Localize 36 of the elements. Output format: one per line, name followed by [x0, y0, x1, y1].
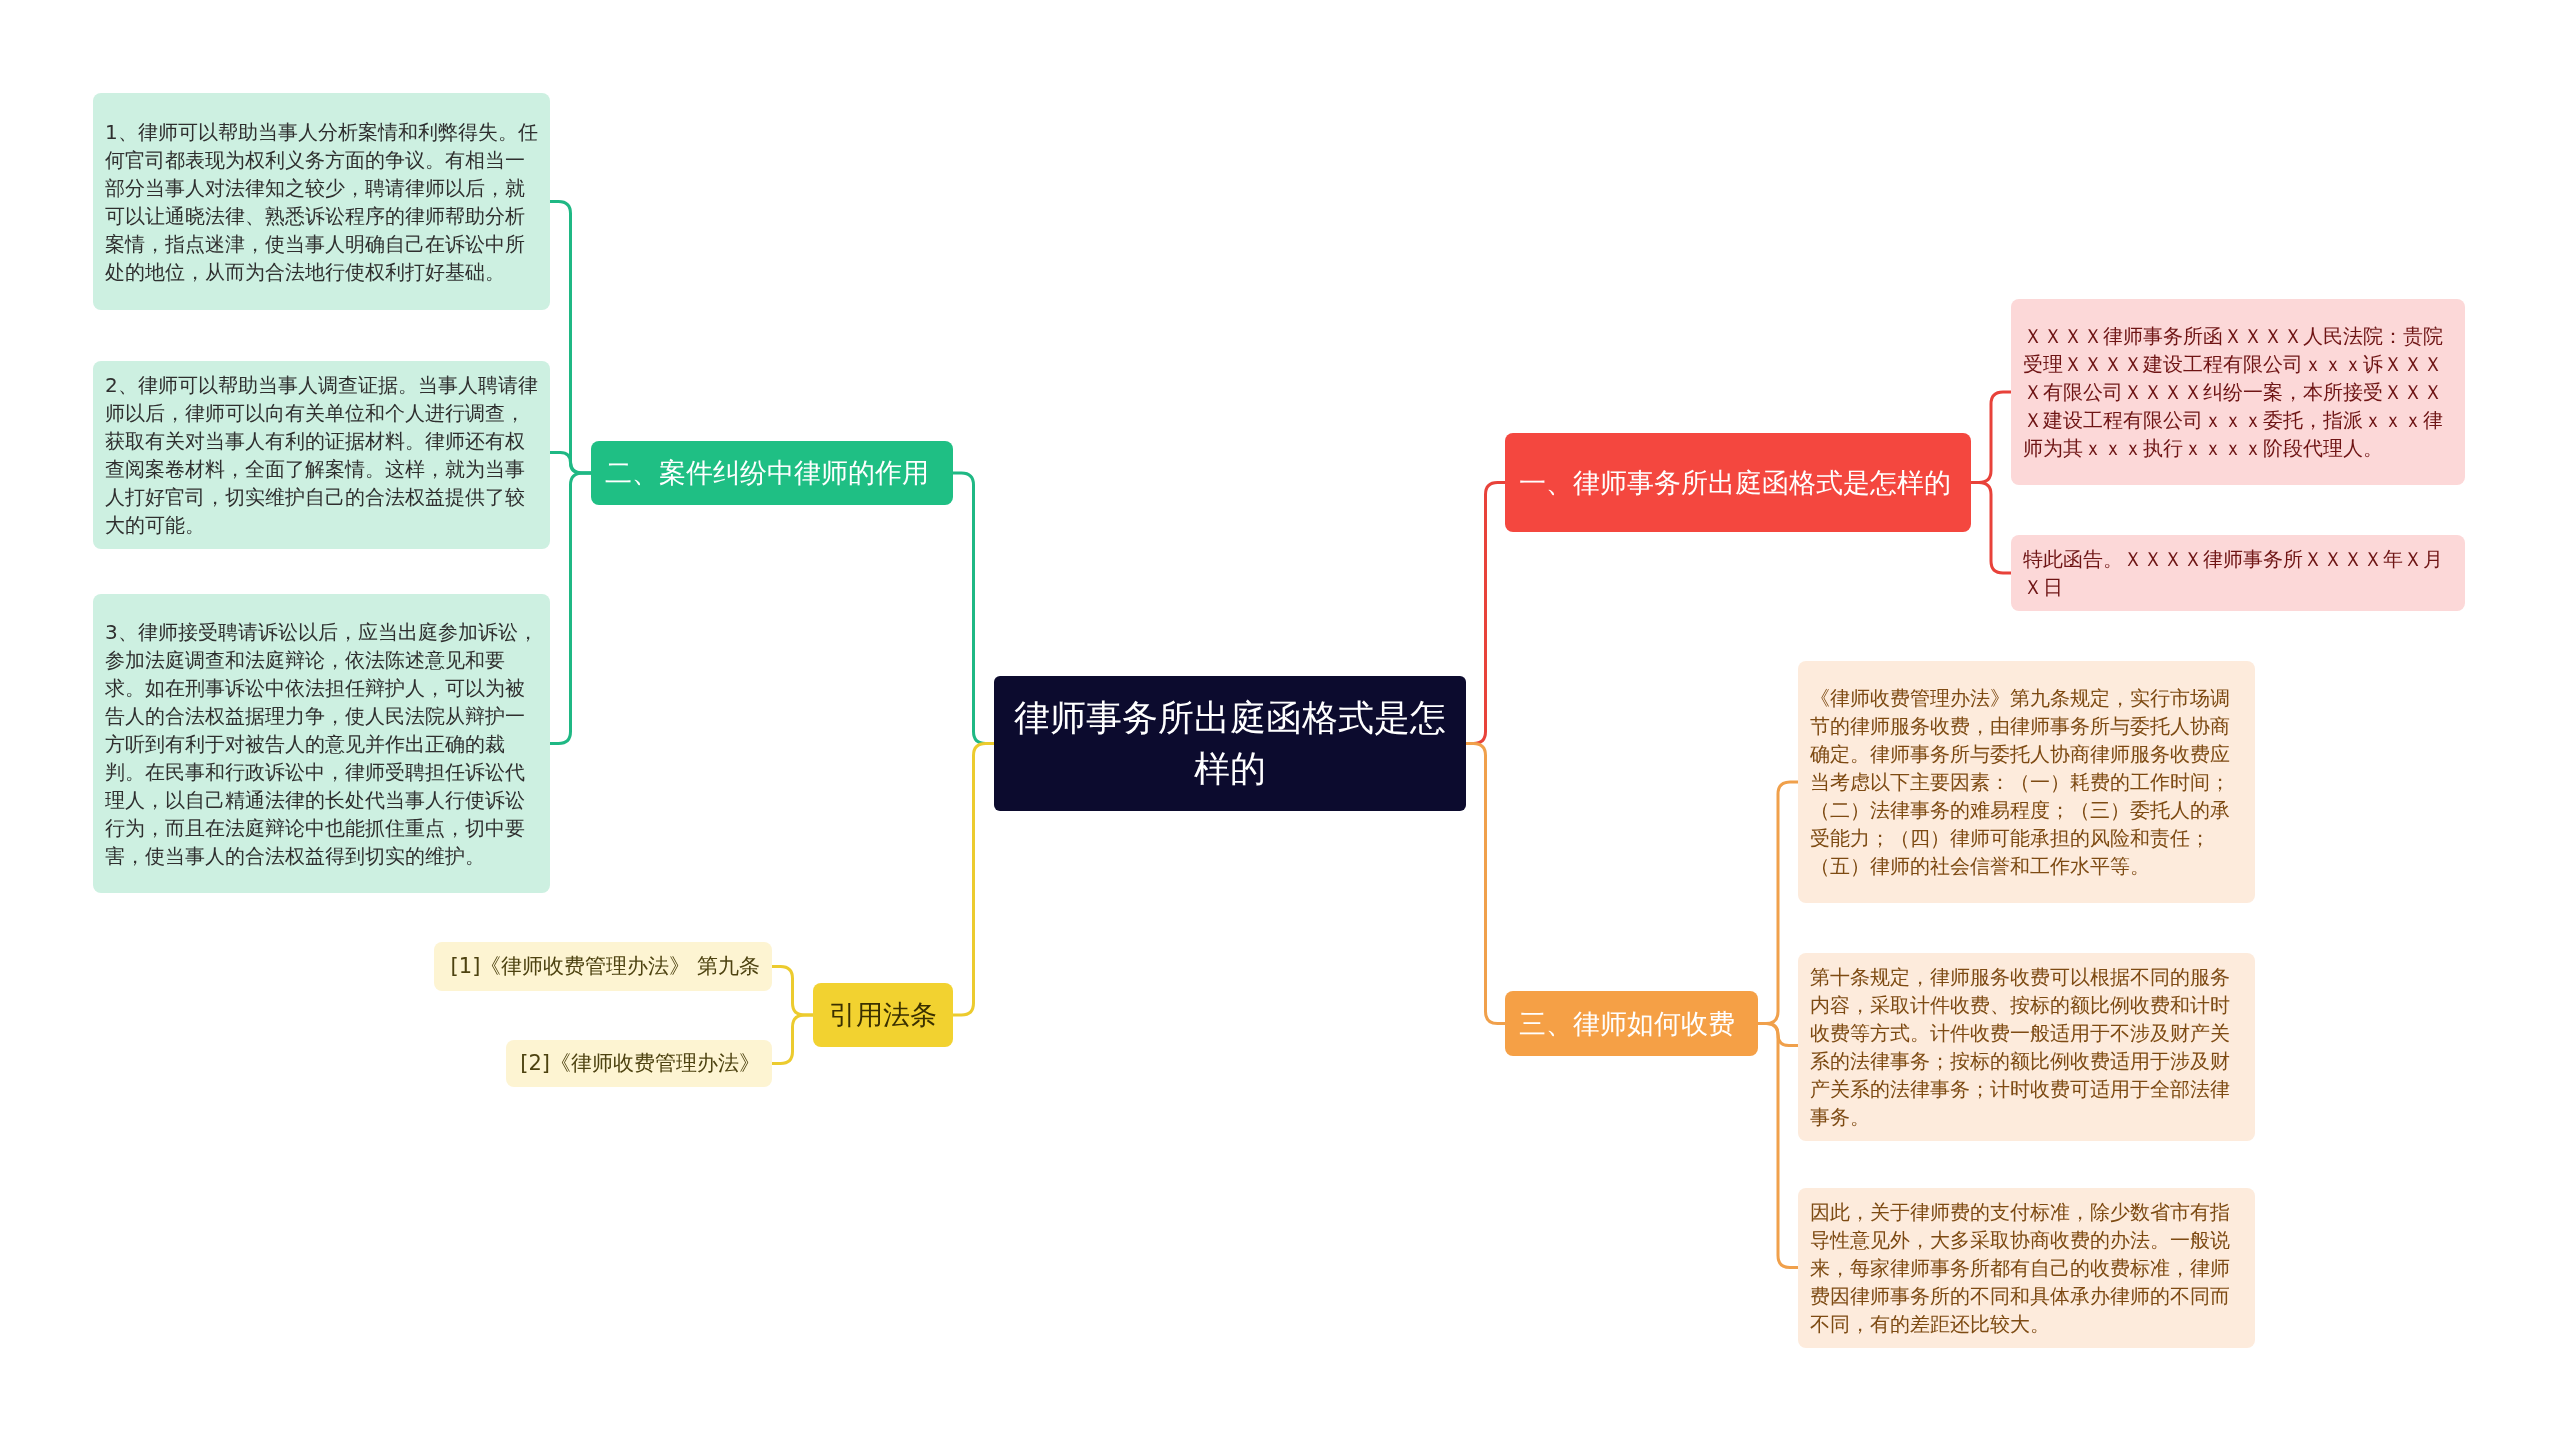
topic-text: 2、律师可以帮助当事人调查证据。当事人聘请律师以后，律师可以向有关单位和个人进行调查，获取有关对当事人有利的证据材料。律师还有权查阅案卷材料，全面了解案情。这样，就为当事人打好官司，切实维护自己的合法权益提供了较大的可能。	[105, 372, 538, 539]
topic-text: 第十条规定，律师服务收费可以根据不同的服务内容，采取计件收费、按标的额比例收费和计时收费等方式。计件收费一般适用于不涉及财产关系的法律事务；按标的额比例收费适用于涉及财产关系的法律事务；计时收费可适用于全部法律事务。	[1810, 964, 2231, 1131]
topic-text: 《律师收费管理办法》第九条规定，实行市场调节的律师服务收费，由律师事务所与委托人协商确定。律师事务所与委托人协商律师服务收费应当考虑以下主要因素：（一）耗费的工作时间；（二）法律事务的难易程度；（三）委托人的承受能力；（四）律师可能承担的风险和责任；（五）律师的社会信誉和工作水平等。	[1810, 685, 2231, 880]
connector-line	[1971, 481, 2011, 575]
connector-line	[772, 1013, 813, 1065]
connector-line	[1758, 1022, 1798, 1269]
reference-card	[506, 1040, 772, 1087]
note-card	[2011, 535, 2465, 611]
note-card	[93, 594, 550, 893]
topic-text: 因此，关于律师费的支付标准，除少数省市有指导性意见外，大多采取协商收费的办法。一般说来，每家律师事务所都有自己的收费标准，律师费因律师事务所的不同和具体承办律师的不同而不同，有的差距还比较大。	[1810, 1199, 2231, 1338]
reference-card	[434, 942, 772, 991]
topic-text: 引用法条	[829, 998, 937, 1033]
branch-topic	[591, 441, 953, 505]
topic-text: 二、案件纠纷中律师的作用	[605, 456, 929, 491]
topic-text: 律师事务所出庭函格式是怎样的	[1014, 696, 1446, 791]
branch-topic	[1505, 991, 1758, 1056]
connector-line	[550, 471, 591, 745]
note-card	[93, 93, 550, 310]
note-card	[93, 361, 550, 549]
topic-text: [1]《律师收费管理办法》 第九条	[450, 952, 760, 980]
root-topic	[994, 676, 1466, 811]
note-card	[1798, 661, 2255, 903]
topic-text: ＸＸＸＸ律师事务所函ＸＸＸＸ人民法院：贵院受理ＸＸＸＸ建设工程有限公司ｘｘｘ诉ＸＸＸＸ有限公司ＸＸＸＸ纠纷一案，本所接受ＸＸＸＸ建设工程有限公司ｘｘｘ委托，指派ｘｘｘ律师为其ｘｘｘ执行ｘｘｘｘ阶段代理人。	[2023, 323, 2444, 462]
topic-text: 一、律师事务所出庭函格式是怎样的	[1519, 465, 1951, 500]
note-card	[1798, 953, 2255, 1141]
branch-topic	[1505, 433, 1971, 532]
note-card	[2011, 299, 2465, 485]
topic-text: 特此函告。ＸＸＸＸ律师事务所ＸＸＸＸ年Ｘ月Ｘ日	[2023, 546, 2444, 601]
connector-line	[1466, 742, 1505, 1025]
topic-text: 三、律师如何收费	[1519, 1006, 1735, 1041]
topic-text: 1、律师可以帮助当事人分析案情和利弊得失。任何官司都表现为权利义务方面的争议。有相当一部分当事人对法律知之较少，聘请律师以后，就可以让通晓法律、熟悉诉讼程序的律师帮助分析案情，指点迷津，使当事人明确自己在诉讼中所处的地位，从而为合法地行使权利打好基础。	[105, 118, 538, 286]
connector-line	[953, 742, 994, 1017]
topic-text: [2]《律师收费管理办法》	[520, 1049, 760, 1077]
note-card	[1798, 1188, 2255, 1348]
topic-text: 3、律师接受聘请诉讼以后，应当出庭参加诉讼，参加法庭调查和法庭辩论，依法陈述意见和要求。如在刑事诉讼中依法担任辩护人，可以为被告人的合法权益据理力争，使人民法院从辩护一方听到有利于对被告人的意见并作出正确的裁判。在民事和行政诉讼中，律师受聘担任诉讼代理人，以自己精通法律的长处代当事人行使诉讼行为，而且在法庭辩论中也能抓住重点，切中要害，使当事人的合法权益得到切实的维护。	[105, 618, 538, 870]
branch-topic	[813, 983, 953, 1047]
